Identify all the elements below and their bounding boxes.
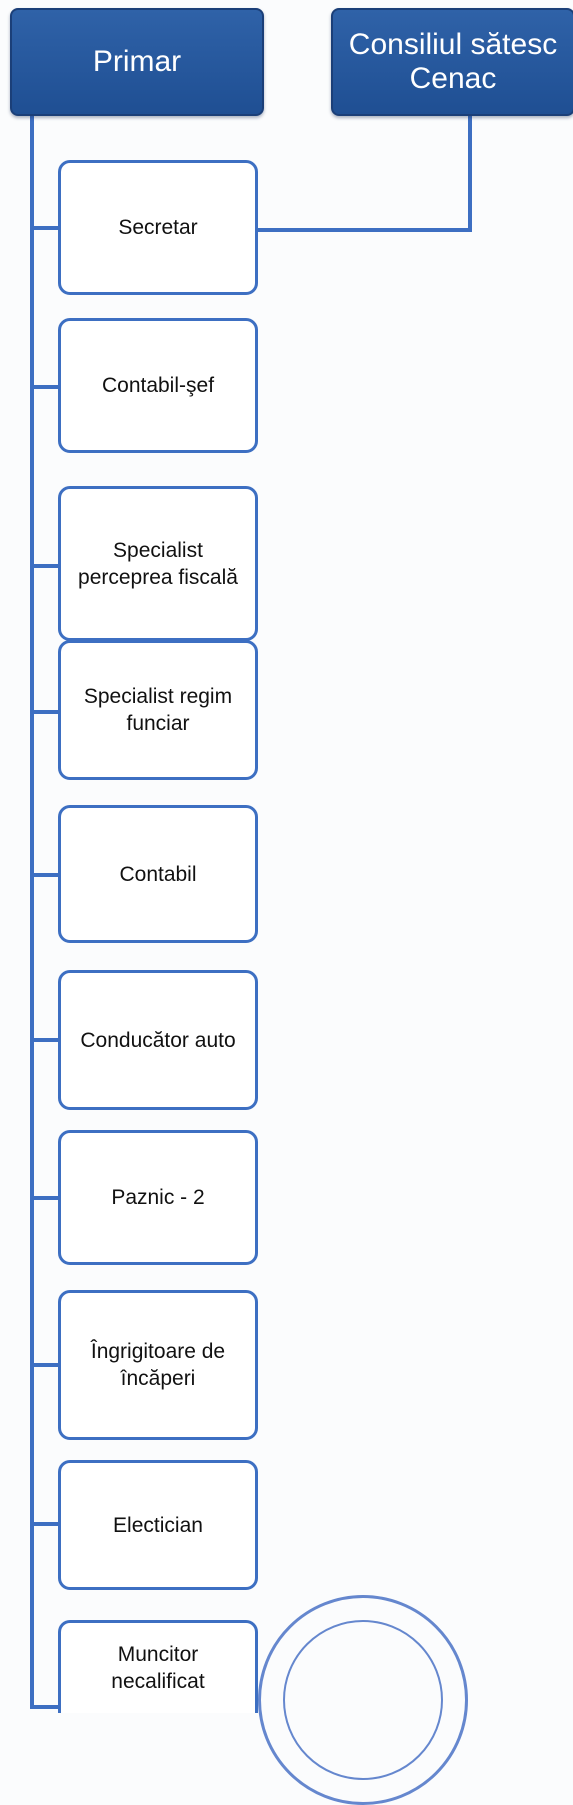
node-ingrijitoare: Îngrigitoare de încăperi: [58, 1290, 258, 1440]
node-conducator-auto: Conducător auto: [58, 970, 258, 1110]
branch-7: [30, 1196, 60, 1200]
consiliul-box: Consiliul sătesc Cenac: [331, 8, 573, 116]
consiliul-to-secretar-line: [258, 228, 472, 232]
node-muncitor-necalificat: Muncitor necalificat: [58, 1620, 258, 1713]
node-label: Secretar: [118, 216, 198, 239]
node-contabil-sef: Contabil-şef: [58, 318, 258, 453]
consiliul-label: Consiliul sătesc Cenac: [348, 28, 558, 95]
primar-to-secretar-line: [30, 112, 34, 1708]
branch-8: [30, 1363, 60, 1367]
official-seal-stamp: [258, 1595, 468, 1805]
node-specialist-regim-funciar: Specialist regim funciar: [58, 640, 258, 780]
consiliul-down-line: [468, 112, 472, 230]
branch-3: [30, 564, 60, 568]
primar-box: Primar: [10, 8, 264, 116]
primar-label: Primar: [92, 45, 182, 78]
node-specialist-perceprea-fiscala: Specialist perceprea fiscală: [58, 486, 258, 641]
branch-10: [30, 1705, 60, 1709]
node-paznic: Paznic - 2: [58, 1130, 258, 1265]
node-label: Specialist regim funciar: [83, 685, 233, 735]
seal-inner-ring: [283, 1620, 443, 1780]
branch-9: [30, 1522, 60, 1526]
branch-6: [30, 1038, 60, 1042]
org-chart: Primar Consiliul sătesc Cenac Secretar C…: [10, 8, 573, 1805]
branch-4: [30, 710, 60, 714]
node-electician: Electician: [58, 1460, 258, 1590]
node-label: Îngrigitoare de încăperi: [90, 1340, 226, 1390]
branch-2: [30, 385, 60, 389]
node-label: Contabil: [119, 862, 197, 886]
node-label: Muncitor necalificat: [111, 1643, 205, 1693]
node-contabil: Contabil: [58, 805, 258, 943]
node-label: Electician: [113, 1513, 203, 1537]
node-label: Contabil-şef: [101, 374, 215, 397]
branch-1: [30, 226, 60, 230]
node-label: Paznic - 2: [111, 1186, 205, 1209]
node-secretar: Secretar: [58, 160, 258, 295]
node-label: Conducător auto: [80, 1028, 236, 1052]
node-label: Specialist perceprea fiscală: [78, 538, 238, 589]
branch-5: [30, 873, 60, 877]
